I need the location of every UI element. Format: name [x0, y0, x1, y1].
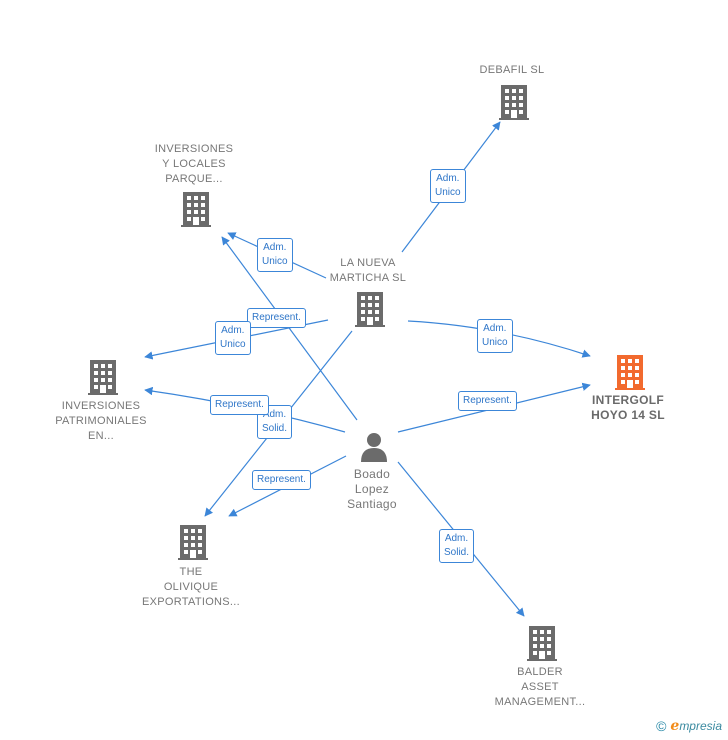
the-olivique-building-icon[interactable]	[178, 525, 208, 560]
boado-label[interactable]: Boado Lopez Santiago	[347, 467, 397, 511]
debafil-building-icon[interactable]	[499, 85, 529, 120]
edge-label-boado-olivique[interactable]: Represent.	[252, 470, 311, 490]
debafil-label[interactable]: DEBAFIL SL	[479, 64, 545, 76]
la-nueva-marticha-building-icon[interactable]	[355, 292, 385, 327]
inversiones-locales-label[interactable]: INVERSIONES Y LOCALES PARQUE...	[154, 143, 234, 185]
edge-label-boado-intergolf[interactable]: Represent.	[458, 391, 517, 411]
intergolf-building-icon[interactable]	[615, 355, 645, 390]
edge-label-boado-patrimoniales[interactable]: Represent.	[210, 395, 269, 415]
boado-person-icon[interactable]	[361, 433, 387, 462]
inversiones-patrimoniales-building-icon[interactable]	[88, 360, 118, 395]
balder-building-icon[interactable]	[527, 626, 557, 661]
inversiones-patrimoniales-label[interactable]: INVERSIONES PATRIMONIALES EN...	[55, 400, 147, 442]
copyright-icon: ©	[656, 718, 667, 734]
balder-label[interactable]: BALDER ASSET MANAGEMENT...	[494, 666, 586, 708]
edge-label-nueva-patrimoniales[interactable]: Adm. Unico	[215, 321, 251, 355]
edges-layer	[144, 121, 591, 617]
brand-logo: empresia	[670, 718, 722, 734]
the-olivique-label[interactable]: THE OLIVIQUE EXPORTATIONS...	[141, 566, 241, 608]
footer-brand[interactable]: © empresia	[656, 718, 722, 734]
edge-label-nueva-debafil[interactable]: Adm. Unico	[430, 169, 466, 203]
edge-boado-locales	[221, 236, 358, 421]
edge-label-nueva-intergolf[interactable]: Adm. Unico	[477, 319, 513, 353]
la-nueva-marticha-label[interactable]: LA NUEVA MARTICHA SL	[329, 257, 407, 284]
inversiones-locales-building-icon[interactable]	[181, 192, 211, 227]
edge-label-nueva-locales[interactable]: Adm. Unico	[257, 238, 293, 272]
edge-label-boado-balder[interactable]: Adm. Solid.	[439, 529, 475, 563]
edge-label-boado-locales[interactable]: Represent.	[247, 308, 306, 328]
intergolf-label[interactable]: INTERGOLF HOYO 14 SL	[591, 393, 665, 422]
